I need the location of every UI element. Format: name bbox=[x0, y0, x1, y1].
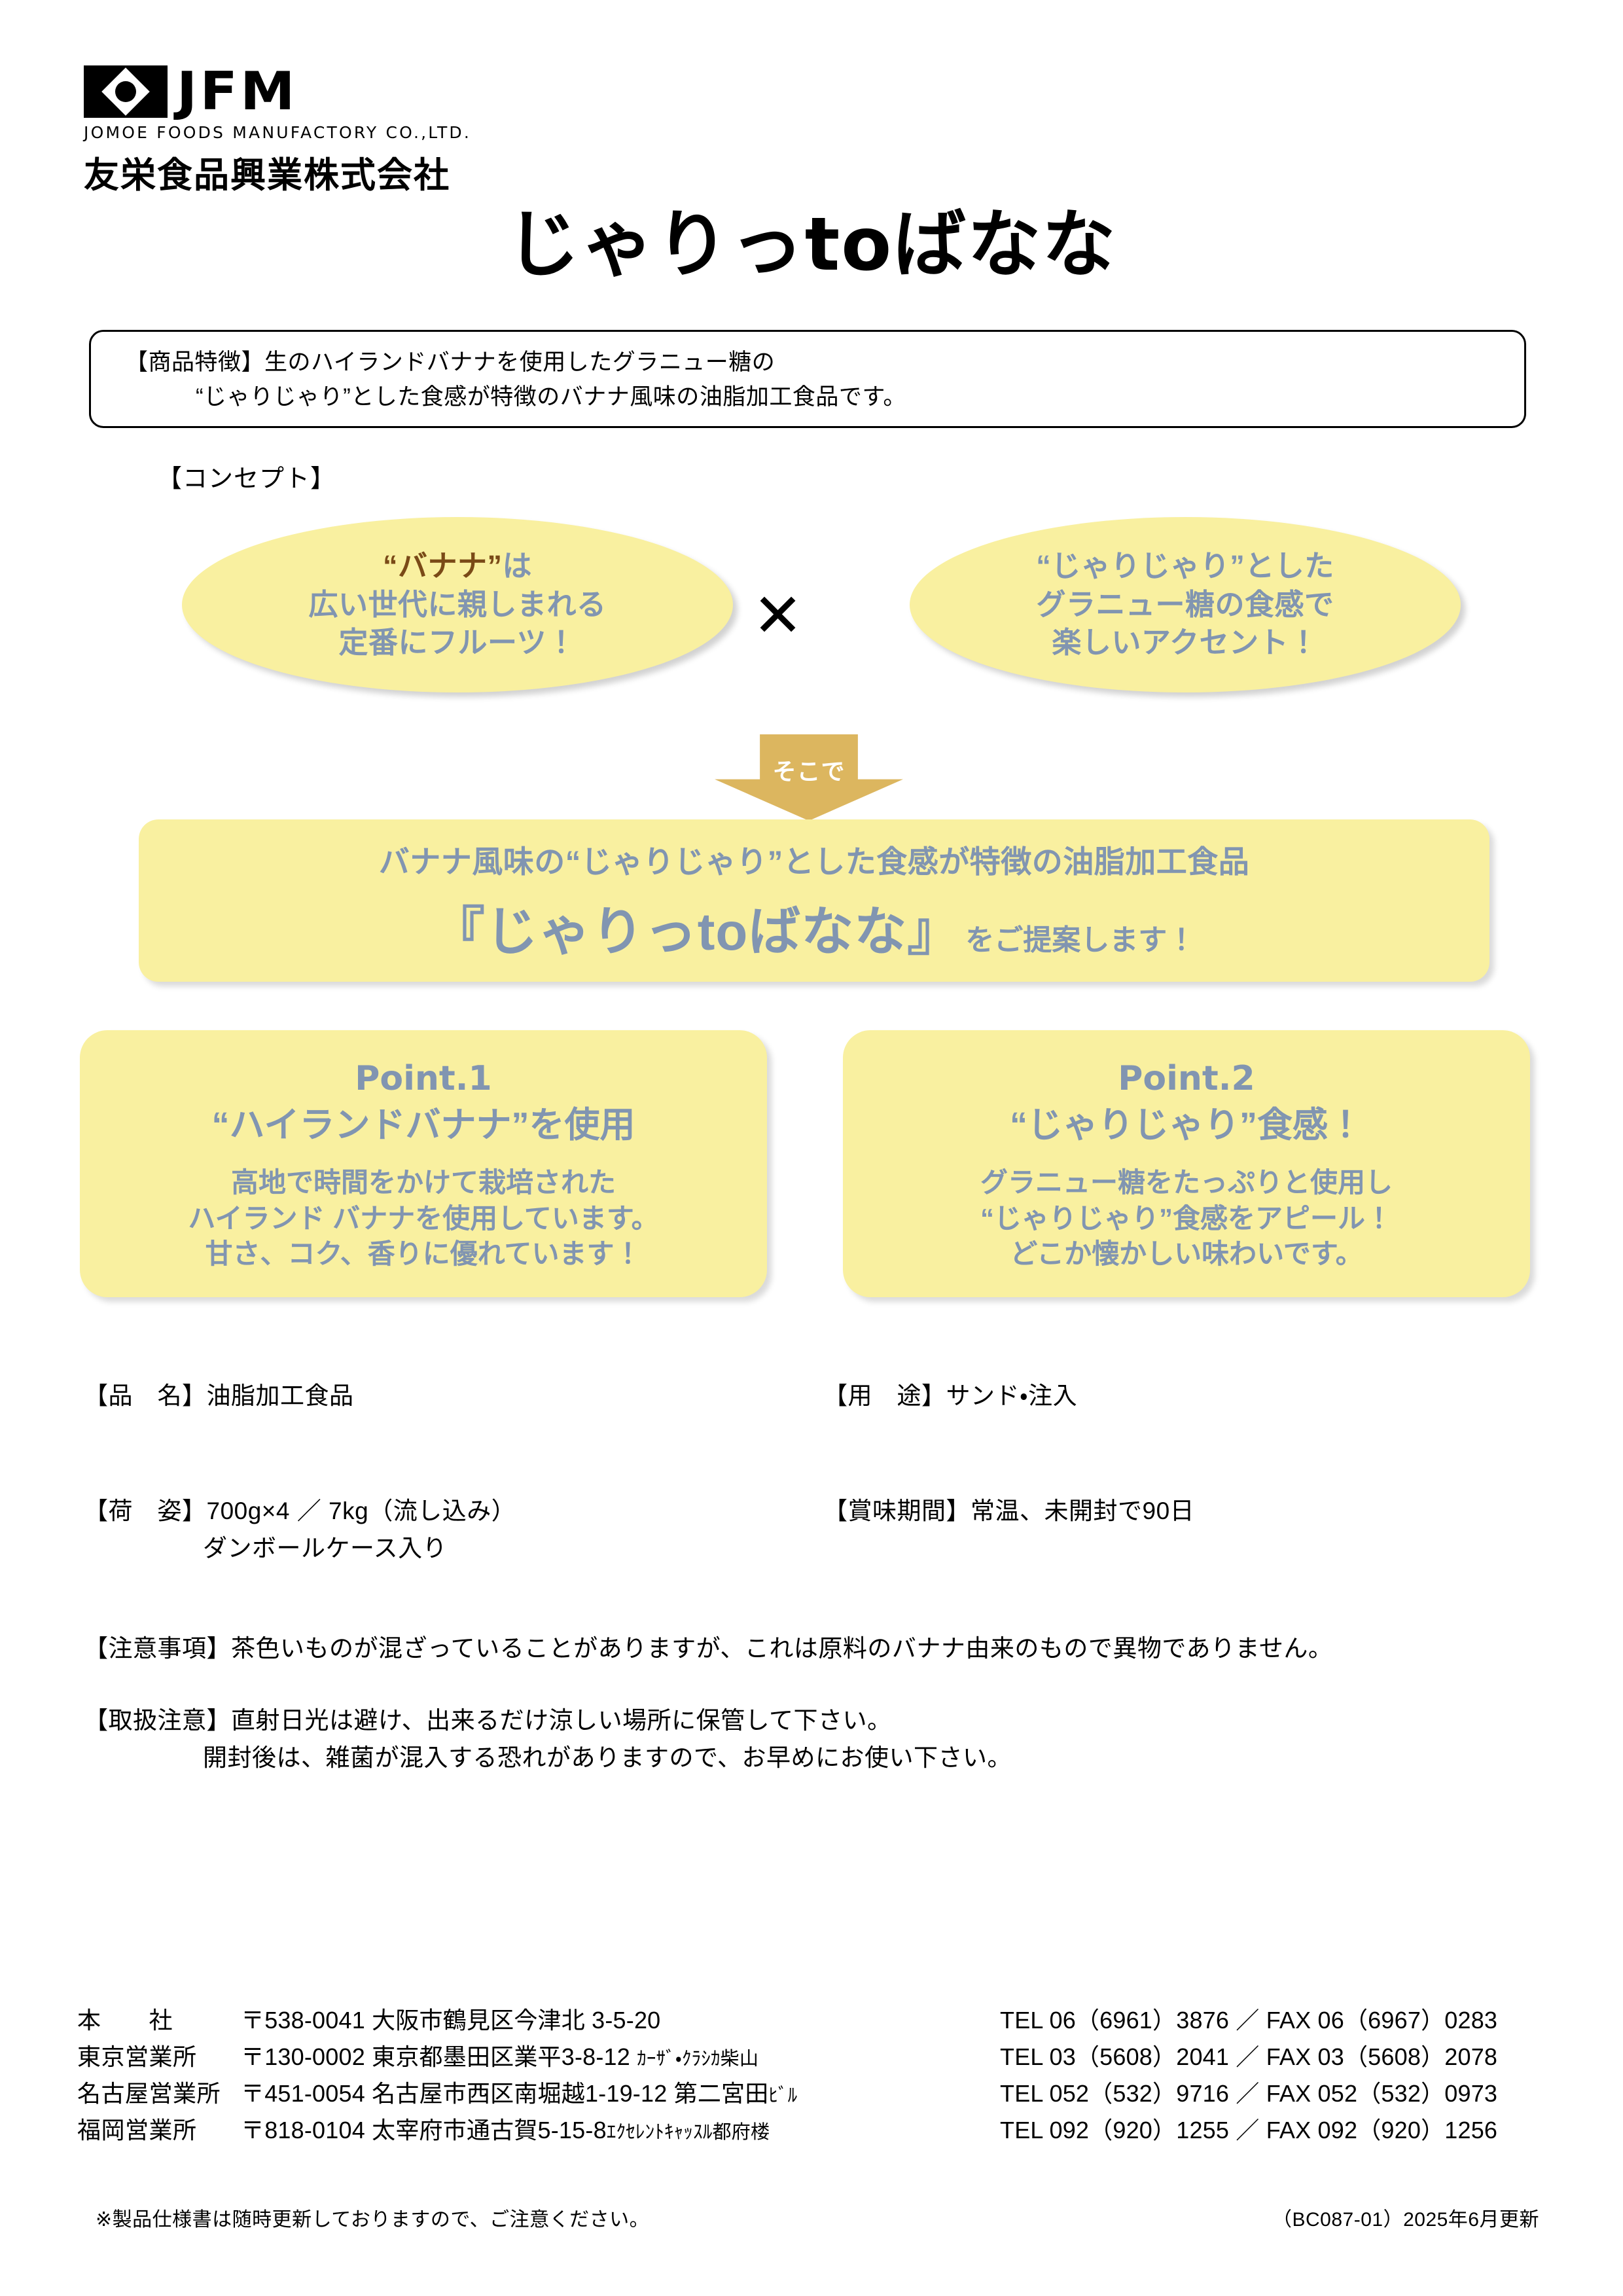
concept-ellipse-banana: “バナナ”は 広い世代に親しまれる 定番にフルーツ！ bbox=[182, 517, 733, 692]
feature-line-2: “じゃりじゃり”とした食感が特徴のバナナ風味の油脂加工食品です。 bbox=[196, 384, 906, 410]
office-row: 名古屋営業所 〒451-0054 名古屋市西区南堀越1-19-12 第二宮田ﾋﾞ… bbox=[77, 2075, 1556, 2111]
concept-right-line-3: 楽しいアクセント！ bbox=[1052, 626, 1319, 660]
note-caution: 【注意事項】茶色いものが混ざっていることがありますが、これは原料のバナナ由来のも… bbox=[84, 1635, 1333, 1662]
note-handling-line-1: 【取扱注意】直射日光は避け、出来るだけ涼しい場所に保管して下さい。 bbox=[84, 1707, 892, 1734]
office-list: 本 社 〒538-0041 大阪市鶴見区今津北 3-5-20 TEL 06（69… bbox=[77, 2001, 1556, 2148]
office-address-main: 〒538-0041 大阪市鶴見区今津北 3-5-20 bbox=[241, 2007, 661, 2034]
point-1-heading: “ハイランドバナナ”を使用 bbox=[211, 1105, 635, 1145]
office-name: 東京営業所 bbox=[77, 2043, 197, 2070]
spec-packaging: 【荷 姿】700g×4 ／ 7kg（流し込み） ダンボールケース入り bbox=[84, 1492, 516, 1568]
office-name: 名古屋営業所 bbox=[77, 2080, 221, 2107]
concept-section-label: 【コンセプト】 bbox=[157, 465, 336, 493]
product-feature-box: 【商品特徴】生のハイランドバナナを使用したグラニュー糖の “じゃりじゃり”とした… bbox=[89, 330, 1526, 428]
point-1-body-line-1: 高地で時間をかけて栽培された bbox=[230, 1166, 616, 1198]
point-card-2: Point.2 “じゃりじゃり”食感！ グラニュー糖をたっぷりと使用し “じゃり… bbox=[843, 1030, 1530, 1297]
office-address-suffix: ｶｰｻﾞ・ｸﾗｼｶ柴山 bbox=[637, 2049, 759, 2070]
point-2-body-line-1: グラニュー糖をたっぷりと使用し bbox=[980, 1166, 1393, 1198]
logo-mark-row: JFM bbox=[84, 63, 568, 120]
feature-line-1: 【商品特徴】生のハイランドバナナを使用したグラニュー糖の bbox=[125, 350, 776, 375]
point-2-body: グラニュー糖をたっぷりと使用し “じゃりじゃり”食感をアピール！ どこか懐かしい… bbox=[980, 1165, 1393, 1272]
point-2-number: Point.2 bbox=[1118, 1059, 1255, 1098]
office-address: 〒130-0002 東京都墨田区業平3-8-12 ｶｰｻﾞ・ｸﾗｼｶ柴山 bbox=[241, 2038, 1000, 2072]
office-address-main: 〒451-0054 名古屋市西区南堀越1-19-12 第二宮田 bbox=[241, 2080, 769, 2107]
point-2-body-line-3: どこか懐かしい味わいです。 bbox=[1010, 1238, 1363, 1270]
office-name: 福岡営業所 bbox=[77, 2117, 197, 2144]
concept-left-line-3: 定番にフルーツ！ bbox=[338, 626, 577, 660]
office-row: 本 社 〒538-0041 大阪市鶴見区今津北 3-5-20 TEL 06（69… bbox=[77, 2001, 1556, 2038]
office-address-suffix: ﾋﾞﾙ bbox=[768, 2085, 798, 2106]
office-contact: TEL 06（6961）3876 ／ FAX 06（6967）0283 bbox=[1000, 2007, 1498, 2034]
point-1-number: Point.1 bbox=[355, 1059, 492, 1098]
office-address-main: 〒818-0104 太宰府市通古賀5-15-8 bbox=[241, 2117, 607, 2144]
office-address-suffix: ｴｸｾﾚﾝﾄｷｬｯｽﾙ都府楼 bbox=[606, 2122, 770, 2143]
spec-packaging-sub: ダンボールケース入り bbox=[203, 1535, 448, 1562]
office-contact: TEL 092（920）1255 ／ FAX 092（920）1256 bbox=[1000, 2117, 1498, 2144]
office-address: 〒451-0054 名古屋市西区南堀越1-19-12 第二宮田ﾋﾞﾙ bbox=[241, 2075, 1000, 2109]
point-1-body-line-3: 甘さ、コク、香りに優れています！ bbox=[205, 1238, 642, 1270]
office-contact: TEL 03（5608）2041 ／ FAX 03（5608）2078 bbox=[1000, 2043, 1498, 2070]
concept-left-accent: “バナナ” bbox=[382, 549, 503, 583]
logo-subtitle: JOMOE FOODS MANUFACTORY CO.,LTD. bbox=[84, 123, 472, 142]
proposal-headline-row: 『じゃりっtoばなな』 をご提案します！ bbox=[433, 889, 1196, 965]
note-handling: 【取扱注意】直射日光は避け、出来るだけ涼しい場所に保管して下さい。 開封後は、雑… bbox=[84, 1702, 1012, 1777]
office-address: 〒538-0041 大阪市鶴見区今津北 3-5-20 bbox=[241, 2001, 1000, 2036]
office-row: 東京営業所 〒130-0002 東京都墨田区業平3-8-12 ｶｰｻﾞ・ｸﾗｼｶ… bbox=[77, 2038, 1556, 2075]
office-contact: TEL 052（532）9716 ／ FAX 052（532）0973 bbox=[1000, 2080, 1498, 2107]
point-2-heading: “じゃりじゃり”食感！ bbox=[1010, 1105, 1363, 1145]
concept-left-line-1: “バナナ”は bbox=[383, 547, 532, 586]
concept-right-line-2: グラニュー糖の食感で bbox=[1036, 587, 1334, 621]
proposal-suffix: をご提案します！ bbox=[965, 924, 1196, 956]
company-name-japanese: 友栄食品興業株式会社 bbox=[84, 154, 450, 196]
page-title: じゃりっtoばなな bbox=[506, 202, 1117, 287]
concept-right-line-1: “じゃりじゃり”とした bbox=[1036, 549, 1334, 583]
concept-left-accent-suffix: は bbox=[502, 549, 533, 583]
office-row: 福岡営業所 〒818-0104 太宰府市通古賀5-15-8ｴｸｾﾚﾝﾄｷｬｯｽﾙ… bbox=[77, 2111, 1556, 2148]
down-arrow-icon: そこで bbox=[715, 734, 903, 821]
proposal-product-name: 『じゃりっtoばなな』 bbox=[432, 902, 961, 961]
proposal-description: バナナ風味の“じゃりじゃり”とした食感が特徴の油脂加工食品 bbox=[378, 844, 1250, 879]
logo-wordmark: JFM bbox=[177, 61, 298, 122]
footer-disclaimer: ※製品仕様書は随時更新しておりますので、ご注意ください。 bbox=[96, 2209, 650, 2231]
note-handling-line-2: 開封後は、雑菌が混入する恐れがありますので、お早めにお使い下さい。 bbox=[203, 1744, 1012, 1772]
spec-shelf-life: 【賞味期間】常温、未開封で90日 bbox=[823, 1498, 1195, 1524]
office-address-main: 〒130-0002 東京都墨田区業平3-8-12 bbox=[241, 2043, 637, 2070]
concept-left-line-2: 広い世代に親しまれる bbox=[308, 587, 607, 621]
jfm-diamond-logo-icon bbox=[84, 65, 168, 118]
multiply-icon: ✕ bbox=[753, 581, 804, 651]
office-address: 〒818-0104 太宰府市通古賀5-15-8ｴｸｾﾚﾝﾄｷｬｯｽﾙ都府楼 bbox=[241, 2111, 1000, 2145]
company-logo-block: JFM JOMOE FOODS MANUFACTORY CO.,LTD. 友栄食… bbox=[84, 63, 568, 198]
point-1-body-line-2: ハイランド バナナを使用しています。 bbox=[188, 1202, 659, 1234]
point-2-body-line-2: “じゃりじゃり”食感をアピール！ bbox=[980, 1202, 1393, 1234]
concept-ellipse-texture: “じゃりじゃり”とした グラニュー糖の食感で 楽しいアクセント！ bbox=[910, 517, 1461, 692]
footer-revision: （BC087-01）2025年6月更新 bbox=[1272, 2209, 1539, 2231]
point-card-1: Point.1 “ハイランドバナナ”を使用 高地で時間をかけて栽培された ハイラ… bbox=[80, 1030, 767, 1297]
office-name: 本 社 bbox=[77, 2007, 173, 2034]
spec-packaging-main: 【荷 姿】700g×4 ／ 7kg（流し込み） bbox=[84, 1498, 516, 1524]
point-1-body: 高地で時間をかけて栽培された ハイランド バナナを使用しています。 甘さ、コク、… bbox=[188, 1165, 658, 1272]
spec-product-name: 【品 名】油脂加工食品 bbox=[84, 1382, 354, 1409]
down-arrow-label: そこで bbox=[772, 758, 846, 785]
spec-usage: 【用 途】サンド・注入 bbox=[823, 1382, 1078, 1409]
proposal-box: バナナ風味の“じゃりじゃり”とした食感が特徴の油脂加工食品 『じゃりっtoばなな… bbox=[139, 819, 1489, 982]
